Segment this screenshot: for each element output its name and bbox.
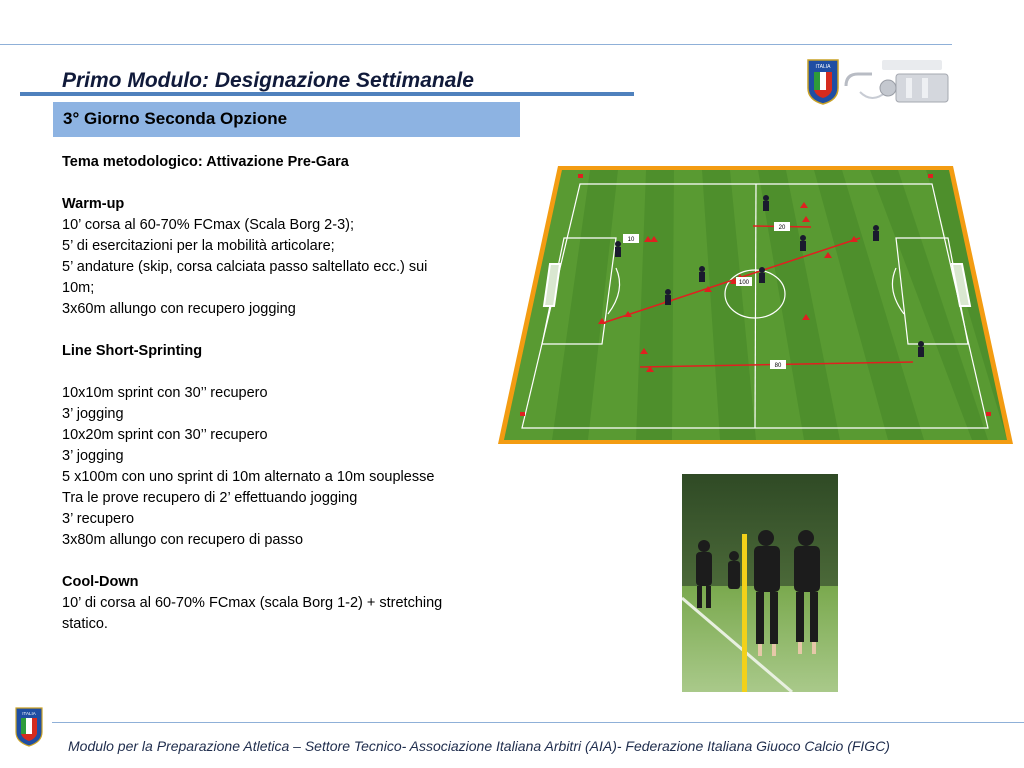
sprinting-line: Tra le prove recupero di 2’ effettuando …: [62, 490, 358, 506]
goals: [542, 263, 972, 307]
logo-text: ITALIA: [816, 64, 832, 70]
footer-figc-logo-icon: ITALIA: [15, 707, 43, 747]
footer-rule: [52, 722, 1024, 723]
whistle-icon: [844, 60, 949, 103]
label-20: 20: [779, 225, 786, 231]
corner-flags: [520, 174, 991, 416]
footer-logo-text: ITALIA: [22, 711, 35, 716]
page-title: Primo Modulo: Designazione Settimanale: [62, 69, 474, 92]
content-text: Tema metodologico: Attivazione Pre-Gara …: [62, 152, 522, 635]
cooldown-heading: Cool-Down: [62, 574, 139, 590]
label-80: 80: [775, 363, 782, 369]
cooldown-line: statico.: [62, 616, 108, 632]
pitch-diagram: 10 20 100 80: [498, 166, 1013, 444]
warmup-line: 10m;: [62, 280, 95, 296]
warmup-line: 5’ andature (skip, corsa calciata passo …: [62, 259, 428, 275]
cooldown-line: 10’ di corsa al 60-70% FCmax (scala Borg…: [62, 595, 443, 611]
sprinting-line: 3’ jogging: [62, 406, 124, 422]
warmup-heading: Warm-up: [62, 196, 125, 212]
sprinting-line: 5 x100m con uno sprint di 10m alternato …: [62, 469, 435, 485]
distance-labels: 10 20 100 80: [623, 222, 790, 369]
footer-text: Modulo per la Preparazione Atletica – Se…: [68, 738, 890, 754]
theme-heading: Tema metodologico: Attivazione Pre-Gara: [62, 154, 349, 170]
warmup-line: 3x60m allungo con recupero jogging: [62, 301, 296, 317]
title-underline: [20, 92, 634, 96]
sprinting-line: 10x20m sprint con 30’’ recupero: [62, 427, 268, 443]
sprinting-line: 3x80m allungo con recupero di passo: [62, 532, 304, 548]
figc-logo-icon: ITALIA: [807, 59, 839, 105]
sprinting-heading: Line Short-Sprinting: [62, 343, 203, 359]
pitch-lines: [521, 183, 989, 429]
top-rule: [0, 44, 952, 45]
subtitle: 3° Giorno Seconda Opzione: [63, 109, 288, 128]
sprinting-line: 3’ jogging: [62, 448, 124, 464]
players: [615, 195, 924, 357]
label-100: 100: [739, 280, 750, 286]
label-10: 10: [628, 237, 635, 243]
subtitle-banner: 3° Giorno Seconda Opzione: [53, 102, 520, 137]
sprinting-line: 10x10m sprint con 30’’ recupero: [62, 385, 268, 401]
sprinting-line: 3’ recupero: [62, 511, 135, 527]
referees-photo: [682, 474, 838, 692]
warmup-line: 10’ corsa al 60-70% FCmax (Scala Borg 2-…: [62, 217, 354, 233]
warmup-line: 5’ di esercitazioni per la mobilità arti…: [62, 238, 335, 254]
